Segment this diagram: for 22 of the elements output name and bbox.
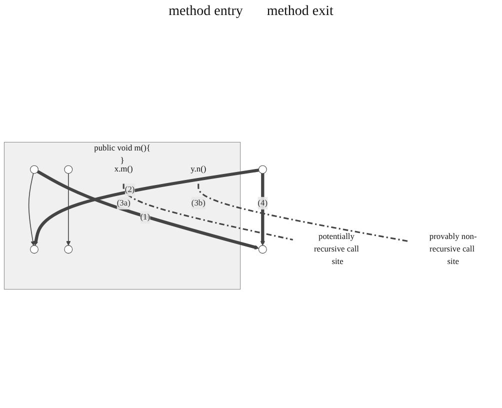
node-circle (30, 166, 38, 174)
node-circle (64, 245, 73, 254)
edge-label: (3b) (191, 198, 206, 208)
arrow (66, 173, 71, 246)
edge-label: (4) (258, 198, 268, 208)
edge-label: (1) (140, 212, 150, 222)
note-label: method entry (168, 4, 243, 20)
note-label: method exit (266, 4, 334, 20)
arrow (28, 173, 36, 246)
arrow (260, 174, 265, 246)
node-circle (258, 166, 267, 174)
node-text: x.m() (114, 165, 133, 174)
node-circle (30, 245, 38, 254)
connector (122, 184, 294, 241)
connector (198, 184, 409, 242)
node-circle (64, 166, 73, 174)
node-text: potentially recursive call site (314, 232, 359, 266)
node-circle (258, 245, 267, 254)
node-text: y.n() (190, 165, 206, 174)
node-text: provably non-recursive call site (429, 232, 477, 266)
edge-label: (3a) (116, 198, 130, 208)
edge-label: (2) (124, 185, 135, 194)
